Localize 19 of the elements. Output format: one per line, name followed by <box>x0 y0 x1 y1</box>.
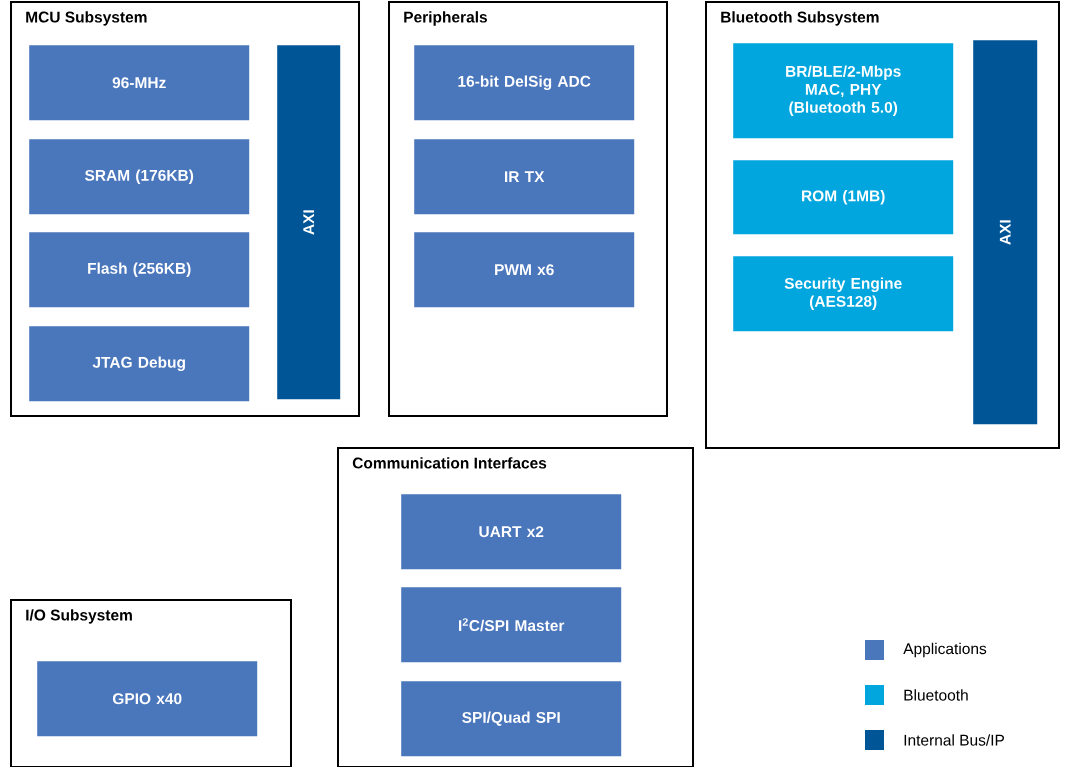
block-box: UART x2 <box>401 494 622 570</box>
block-box: BR/BLE/2-Mbps MAC, PHY (Bluetooth 5.0) <box>733 43 954 139</box>
block-box: PWM x6 <box>414 232 635 308</box>
block-box: 96-MHz <box>29 45 250 121</box>
block-box: 16-bit DelSig ADC <box>414 45 635 121</box>
block-box: SRAM (176KB) <box>29 139 250 215</box>
legend-label: Applications <box>903 642 987 658</box>
block-box: GPIO x40 <box>37 661 258 737</box>
bus-bar: AXI <box>277 45 341 400</box>
block-box: ROM (1MB) <box>733 160 954 235</box>
block-box: Security Engine (AES128) <box>733 256 954 332</box>
legend-label: Internal Bus/IP <box>904 734 1005 746</box>
block-box: JTAG Debug <box>29 326 250 402</box>
block-box: SPI/Quad SPI <box>401 681 622 757</box>
bus-bar: AXI <box>973 40 1038 425</box>
block-box: I$^{2}$C/SPI Master <box>401 587 622 663</box>
block-box: IR TX <box>414 139 635 215</box>
block-box: Flash (256KB) <box>29 232 250 308</box>
legend-label: Bluetooth <box>904 689 968 701</box>
